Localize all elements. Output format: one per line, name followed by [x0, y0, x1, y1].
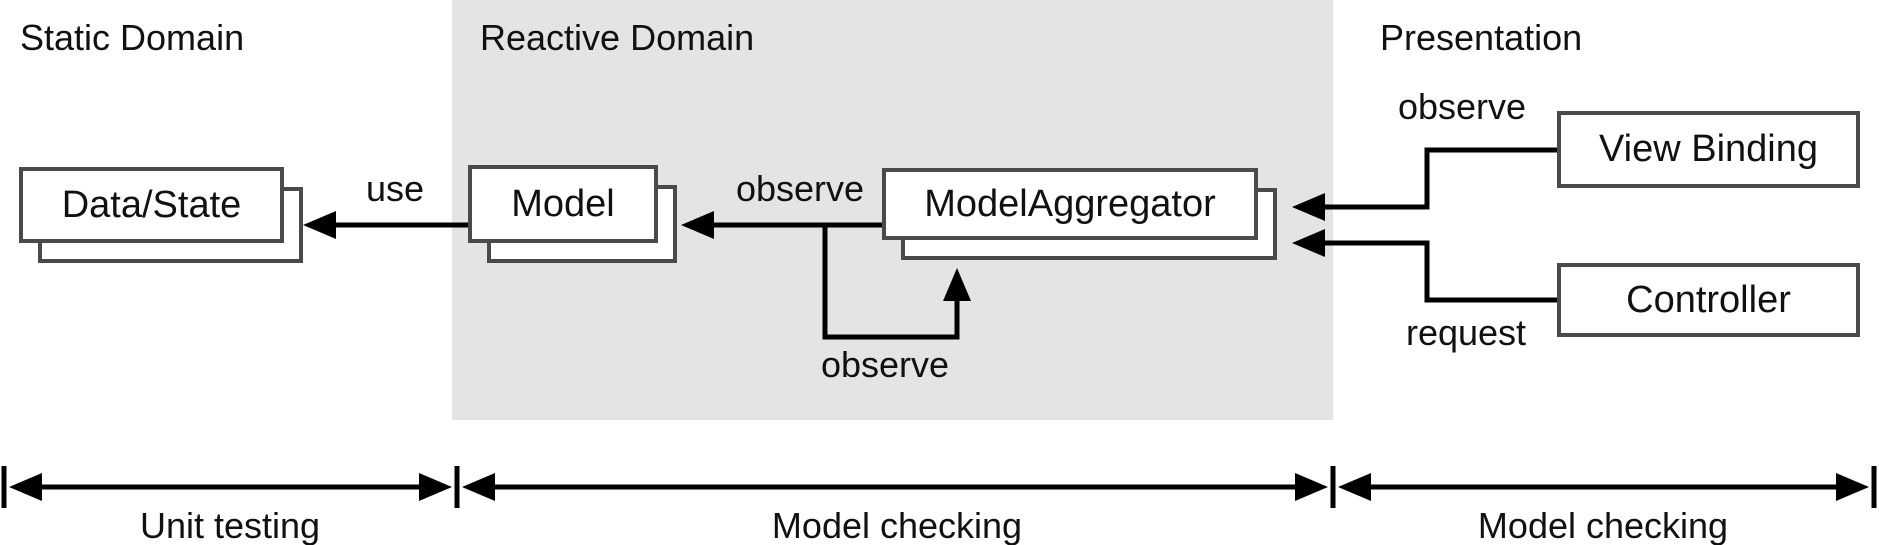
data-state-box-label: Data/State [19, 167, 284, 243]
model-box: Model [468, 165, 677, 263]
observe-model-edge-label: observe [735, 168, 865, 209]
controller-box: Controller [1557, 263, 1860, 337]
ruler-label-model-checking-presentation: Model checking [1477, 505, 1729, 545]
use-edge-label: use [365, 168, 425, 209]
reactive-domain-title: Reactive Domain [480, 17, 755, 58]
ruler [1, 466, 1877, 508]
model-aggregator-box-label: ModelAggregator [882, 168, 1258, 240]
observe-self-edge-label: observe [820, 344, 950, 385]
model-aggregator-box: ModelAggregator [882, 168, 1277, 260]
model-box-label: Model [468, 165, 658, 243]
ruler-span-model-checking-presentation [1338, 473, 1869, 501]
ruler-span-model-checking-reactive [462, 473, 1328, 501]
use-arrow [303, 211, 468, 239]
view-binding-box: View Binding [1557, 111, 1860, 188]
data-state-box: Data/State [19, 167, 303, 263]
observe-view-edge-label: observe [1397, 86, 1527, 127]
static-domain-title: Static Domain [20, 17, 245, 58]
request-edge-label: request [1405, 312, 1527, 353]
presentation-domain-title: Presentation [1380, 17, 1583, 58]
ruler-label-model-checking-reactive: Model checking [771, 505, 1023, 545]
ruler-span-unit-testing [9, 473, 452, 501]
ruler-label-unit-testing: Unit testing [139, 505, 321, 545]
